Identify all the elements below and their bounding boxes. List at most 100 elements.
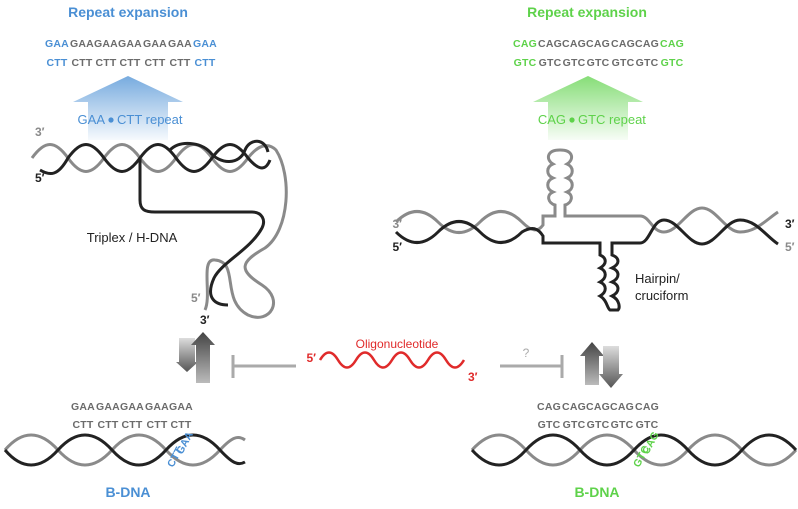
right-bdna-bot-1: GTC — [563, 419, 586, 431]
right-bdna-sequence-bottom: GTC GTC GTC GTC GTC — [538, 419, 659, 431]
left-sequence-top: GAA GAA GAA GAA GAA GAA GAA — [45, 38, 217, 50]
hairpin-label-1: Hairpin/ — [635, 271, 680, 286]
oligo-3: 3′ — [468, 370, 478, 384]
left-down-arrow — [176, 338, 198, 372]
right-seq-top-6: CAG — [660, 38, 684, 50]
left-inhibition-line — [231, 355, 296, 378]
left-tail-5: 5′ — [191, 291, 201, 305]
right-seq-bot-0: GTC — [514, 57, 537, 69]
right-inhibition-line — [500, 355, 564, 378]
left-bdna-top-0: GAA — [71, 401, 95, 413]
left-seq-top-6: GAA — [193, 38, 217, 50]
left-seq-bot-6: CTT — [194, 57, 215, 69]
right-end-5-right: 5′ — [785, 240, 795, 254]
left-end-3: 3′ — [35, 125, 45, 139]
right-bdna-top-3: CAG — [610, 401, 634, 413]
right-down-arrow — [599, 346, 623, 388]
left-bdna-bot-1: CTT — [97, 419, 118, 431]
right-expansion-arrow — [533, 76, 643, 140]
bullet-dot — [569, 117, 575, 123]
right-sequence-top: CAG CAG CAG CAG CAG CAG CAG — [513, 38, 684, 50]
left-seq-bot-3: CTT — [119, 57, 140, 69]
right-seq-bot-6: GTC — [661, 57, 684, 69]
left-sequence-bottom: CTT CTT CTT CTT CTT CTT CTT — [46, 57, 215, 69]
left-tail-3: 3′ — [200, 313, 210, 327]
right-bdna-label: B-DNA — [574, 484, 619, 500]
right-end-3-left: 3′ — [392, 217, 402, 231]
right-seq-bot-2: GTC — [563, 57, 586, 69]
triplex-gray-strand — [30, 143, 288, 319]
left-seq-top-5: GAA — [168, 38, 192, 50]
right-seq-top-4: CAG — [611, 38, 635, 50]
left-title: Repeat expansion — [68, 4, 188, 20]
left-seq-bot-2: CTT — [95, 57, 116, 69]
left-bdna-label: B-DNA — [105, 484, 150, 500]
right-bdna-bot-0: GTC — [538, 419, 561, 431]
right-bdna-top-1: CAG — [562, 401, 586, 413]
right-repeat-label-a: CAG — [538, 112, 566, 127]
left-bdna-bot-2: CTT — [121, 419, 142, 431]
right-seq-bot-1: GTC — [539, 57, 562, 69]
triplex-loop — [138, 158, 266, 307]
left-seq-bot-5: CTT — [169, 57, 190, 69]
question-mark: ? — [523, 346, 530, 360]
triplex-third-strand — [168, 139, 270, 163]
left-seq-top-0: GAA — [45, 38, 69, 50]
right-seq-top-5: CAG — [635, 38, 659, 50]
right-seq-top-0: CAG — [513, 38, 537, 50]
left-seq-top-4: GAA — [143, 38, 167, 50]
right-bdna-top-2: CAG — [586, 401, 610, 413]
hairpin-label-2: cruciform — [635, 288, 688, 303]
right-bdna-top-4: CAG — [635, 401, 659, 413]
right-end-3-right: 3′ — [785, 217, 795, 231]
right-bdna-bot-4: GTC — [636, 419, 659, 431]
right-seq-bot-4: GTC — [612, 57, 635, 69]
left-bdna-top-2: GAA — [120, 401, 144, 413]
right-seq-bot-5: GTC — [636, 57, 659, 69]
right-seq-top-3: CAG — [586, 38, 610, 50]
left-repeat-label-b: CTT repeat — [117, 112, 183, 127]
left-bdna-sequence-top: GAA GAA GAA GAA GAA — [71, 401, 193, 413]
triplex-label: Triplex / H-DNA — [87, 230, 178, 245]
left-seq-bot-0: CTT — [46, 57, 67, 69]
left-repeat-label: GAA CTT repeat — [78, 112, 183, 127]
right-end-5-left: 5′ — [392, 240, 402, 254]
oligo-label: Oligonucleotide — [356, 337, 439, 351]
right-title: Repeat expansion — [527, 4, 647, 20]
hairpin-gray-strand — [394, 148, 779, 234]
left-repeat-label-a: GAA — [78, 112, 106, 127]
left-bdna-top-4: GAA — [169, 401, 193, 413]
left-bdna-bot-4: CTT — [170, 419, 191, 431]
oligo-5: 5′ — [306, 351, 316, 365]
left-seq-top-3: GAA — [118, 38, 142, 50]
left-bdna-black-strand — [3, 433, 246, 467]
left-end-5: 5′ — [35, 171, 45, 185]
right-seq-top-2: CAG — [562, 38, 586, 50]
right-bdna-bot-3: GTC — [611, 419, 634, 431]
hairpin-black-strand — [394, 218, 779, 312]
left-bdna-top-3: GAA — [145, 401, 169, 413]
right-bdna-bot-2: GTC — [587, 419, 610, 431]
right-bdna-helix — [470, 433, 798, 467]
right-up-arrow — [580, 342, 604, 385]
right-repeat-label: CAG GTC repeat — [538, 112, 646, 127]
right-bdna-black-strand — [470, 433, 798, 467]
hairpin-cruciform — [394, 148, 779, 312]
right-seq-bot-3: GTC — [587, 57, 610, 69]
right-sequence-bottom: GTC GTC GTC GTC GTC GTC GTC — [514, 57, 684, 69]
left-seq-bot-4: CTT — [144, 57, 165, 69]
left-seq-top-1: GAA — [70, 38, 94, 50]
left-expansion-arrow — [73, 76, 183, 140]
right-repeat-label-b: GTC repeat — [578, 112, 646, 127]
left-up-arrow — [191, 332, 215, 383]
left-bdna-sequence-bottom: CTT CTT CTT CTT CTT — [72, 419, 191, 431]
left-bdna-bot-0: CTT — [72, 419, 93, 431]
bullet-dot — [108, 117, 114, 123]
left-bdna-bot-3: CTT — [146, 419, 167, 431]
left-seq-bot-1: CTT — [71, 57, 92, 69]
right-bdna-sequence-top: CAG CAG CAG CAG CAG — [537, 401, 659, 413]
left-bdna-top-1: GAA — [96, 401, 120, 413]
left-bdna-helix — [3, 433, 246, 467]
right-seq-top-1: CAG — [538, 38, 562, 50]
